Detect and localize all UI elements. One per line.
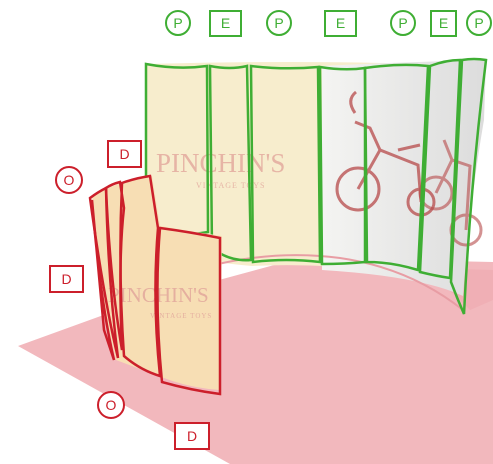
label-text: O <box>106 397 117 413</box>
label-o-circle: O <box>97 391 125 419</box>
front-wall-panel <box>88 185 120 359</box>
back-wall-photo <box>322 60 486 296</box>
back-wall-panel <box>363 63 430 272</box>
front-wall-tagline: VINTAGE TOYS <box>150 312 212 320</box>
back-wall-tagline: VINTAGE TOYS <box>196 181 266 190</box>
label-p-circle: P <box>266 10 292 36</box>
back-wall-panel <box>449 57 488 315</box>
back-wall-brand: PINCHIN'S <box>156 148 285 178</box>
label-e-square: E <box>324 10 357 37</box>
label-text: D <box>187 428 197 444</box>
label-text: O <box>64 172 75 188</box>
back-wall-base-curve <box>217 254 464 311</box>
label-d-square: D <box>49 265 84 293</box>
label-d-square: D <box>174 422 210 450</box>
back-wall: PINCHIN'S VINTAGE TOYS <box>144 57 488 315</box>
label-text: P <box>173 15 182 31</box>
label-p-circle: P <box>390 10 416 36</box>
label-o-circle: O <box>55 166 83 194</box>
label-text: D <box>119 146 129 162</box>
green-label-row: P E P E P E P <box>165 10 492 37</box>
front-wall-panel <box>119 174 162 378</box>
label-e-square: E <box>430 10 457 37</box>
tricycle-icon <box>418 139 483 247</box>
label-text: P <box>274 15 283 31</box>
front-wall-panel <box>90 199 116 361</box>
label-p-circle: P <box>466 10 492 36</box>
red-labels: D O D O D <box>49 140 210 450</box>
label-text: E <box>439 15 448 31</box>
front-wall-panel <box>156 226 222 396</box>
label-d-square: D <box>107 140 142 168</box>
label-text: E <box>221 15 230 31</box>
label-text: P <box>474 15 483 31</box>
front-wall: PINCHIN'S VINTAGE TOYS <box>88 174 222 396</box>
label-text: E <box>336 15 345 31</box>
booth-floor <box>18 258 493 464</box>
label-text: P <box>398 15 407 31</box>
back-wall-panel <box>249 64 322 264</box>
label-text: D <box>61 271 71 287</box>
back-wall-panel <box>318 65 367 266</box>
label-p-circle: P <box>165 10 191 36</box>
label-e-square: E <box>209 10 242 37</box>
